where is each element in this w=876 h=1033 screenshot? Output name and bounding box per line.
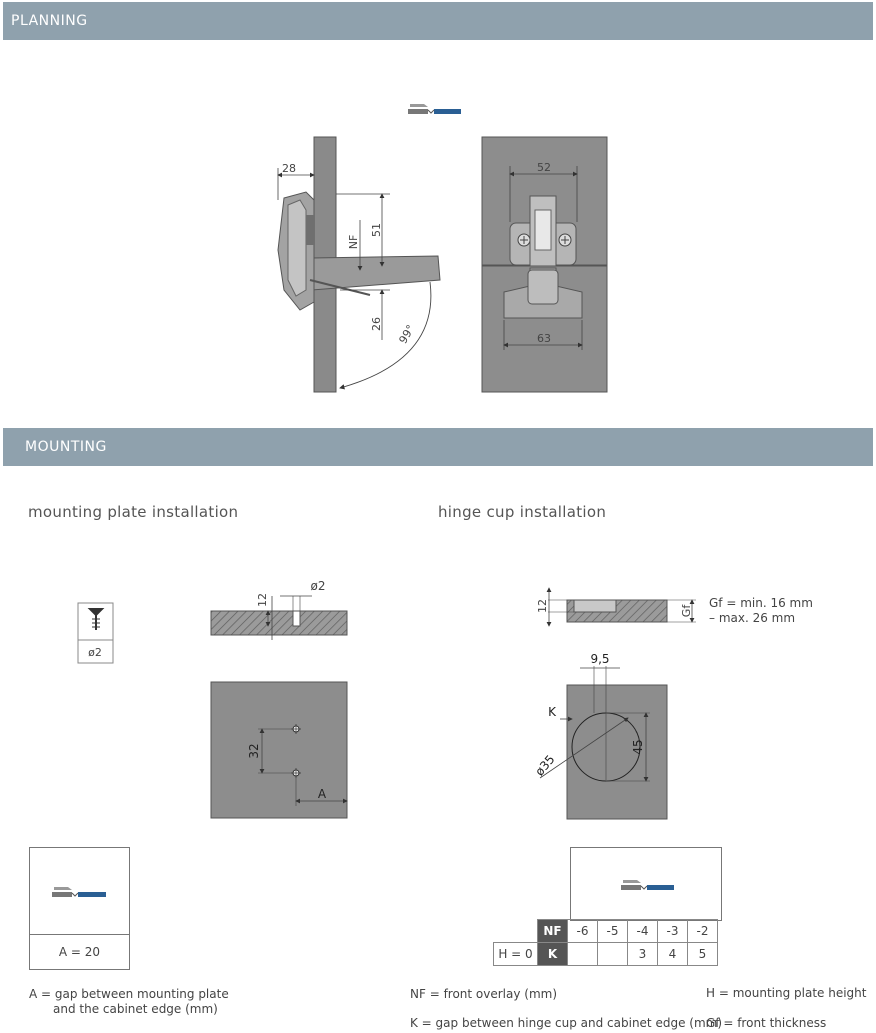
dim-angle: 99°	[396, 323, 417, 346]
nf-value: -2	[687, 919, 718, 943]
hinge-top-view	[481, 136, 608, 393]
k-value: 3	[627, 942, 658, 966]
k-value	[567, 942, 598, 966]
plate-installation-title: mounting plate installation	[28, 503, 239, 521]
table-row: H = 0 K 3 4 5	[493, 942, 718, 966]
gf-note-max: – max. 26 mm	[709, 611, 796, 625]
dim-gap: 26	[370, 317, 383, 331]
overlay-type-icon	[408, 104, 461, 114]
k-value: 5	[687, 942, 718, 966]
a-value-box: A = 20	[29, 847, 130, 970]
dim-height: 51	[370, 223, 383, 237]
edge-distance: A	[318, 787, 327, 801]
legend-k: K = gap between hinge cup and cabinet ed…	[410, 1016, 723, 1030]
legend-nf: NF = front overlay (mm)	[410, 987, 558, 1001]
k-value	[597, 942, 628, 966]
k-label: K	[537, 942, 568, 966]
screw-diameter: ø2	[88, 646, 102, 659]
a-value: A = 20	[30, 934, 129, 969]
dim-width-plate: 63	[537, 332, 551, 345]
h-label: H = 0	[493, 942, 538, 966]
k-value: 4	[657, 942, 688, 966]
cup-front-view	[539, 666, 668, 820]
cup-offset: 9,5	[590, 652, 609, 666]
dim-nf: NF	[347, 235, 360, 250]
screw-icon-box	[77, 602, 114, 664]
mounting-header: MOUNTING	[3, 428, 873, 466]
cup-k: K	[548, 705, 557, 719]
nf-value: -5	[597, 919, 628, 943]
gf-note-min: Gf = min. 16 mm	[709, 596, 813, 610]
hole-spacing: 32	[247, 743, 261, 758]
legend-gf: Gf = front thickness	[706, 1016, 827, 1030]
planning-header: PLANNING	[3, 2, 873, 40]
cup-section-view	[546, 587, 696, 627]
plate-section-view	[210, 595, 348, 640]
legend-h: H = mounting plate height	[706, 986, 867, 1000]
nf-k-table: NF -6 -5 -4 -3 -2 H = 0 K 3 4 5	[493, 919, 718, 966]
plate-hole-diameter: ø2	[311, 579, 326, 593]
cup-installation-title: hinge cup installation	[438, 503, 607, 521]
cup-height: 45	[631, 739, 645, 754]
nf-value: -6	[567, 919, 598, 943]
table-row: NF -6 -5 -4 -3 -2	[494, 919, 718, 943]
nf-label: NF	[537, 919, 568, 943]
nf-value: -4	[627, 919, 658, 943]
legend-a: A = gap between mounting plate	[29, 987, 229, 1001]
plate-front-view	[210, 681, 348, 819]
cup-diameter: ø35	[532, 752, 557, 778]
overlay-type-icon	[52, 887, 106, 897]
dim-overhang: 28	[282, 162, 296, 175]
plate-depth: 12	[256, 593, 269, 607]
hinge-side-view	[277, 136, 441, 393]
overlay-type-icon	[621, 880, 674, 890]
nf-table-header	[570, 847, 722, 921]
cup-depth: 12	[536, 599, 549, 613]
nf-value: -3	[657, 919, 688, 943]
legend-a-cont: and the cabinet edge (mm)	[53, 1002, 218, 1016]
dim-width-top: 52	[537, 161, 551, 174]
mounting-header-label: MOUNTING	[25, 439, 107, 455]
cup-gf: Gf	[680, 604, 693, 618]
planning-header-label: PLANNING	[11, 13, 88, 29]
